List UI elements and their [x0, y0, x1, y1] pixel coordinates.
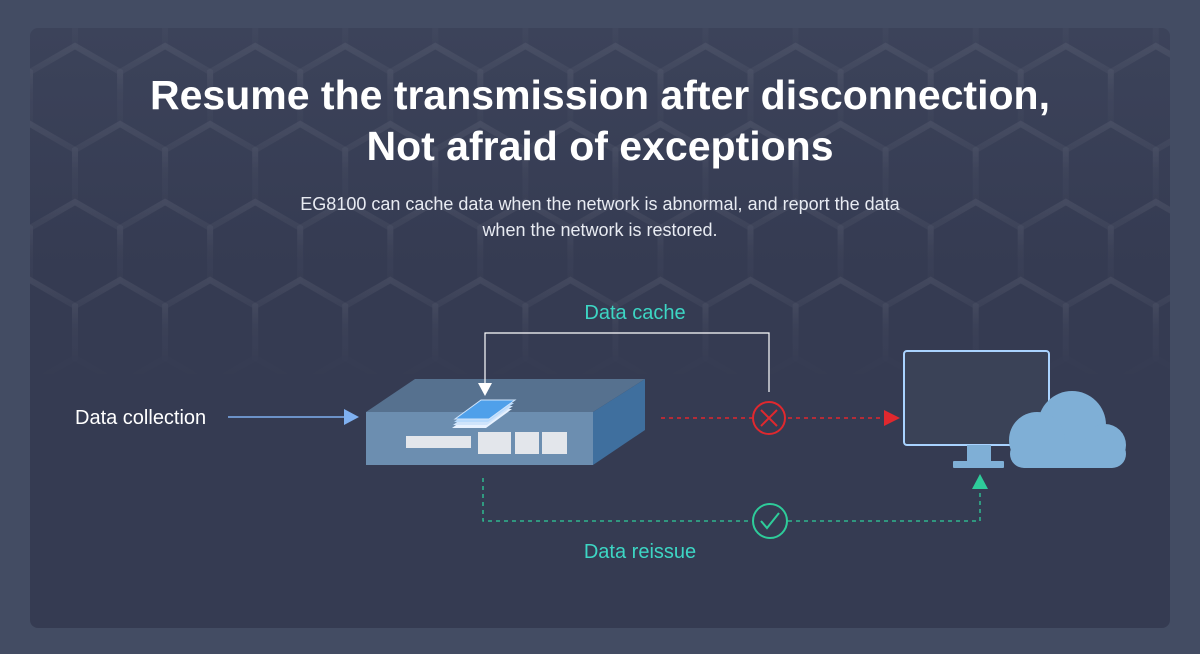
page-title-line-2: Not afraid of exceptions	[366, 123, 834, 169]
data-stack-icon	[452, 399, 517, 428]
data-reissue-label: Data reissue	[584, 541, 696, 563]
page-title-line-1: Resume the transmission after disconnect…	[150, 72, 1050, 118]
monitor-icon	[903, 350, 1050, 468]
check-circle-icon	[752, 503, 788, 539]
data-cache-label: Data cache	[584, 302, 685, 324]
subtitle-line-1: EG8100 can cache data when the network i…	[300, 194, 900, 214]
data-cache-path	[478, 332, 770, 396]
reissue-path	[482, 474, 988, 522]
x-circle-icon	[752, 401, 786, 435]
background-hexagon	[1152, 276, 1170, 388]
gateway-device-icon	[366, 379, 645, 465]
subtitle-line-2: when the network is restored.	[482, 220, 718, 240]
failed-connection-line	[661, 410, 900, 426]
cloud-icon	[1009, 391, 1126, 468]
input-arrow	[228, 409, 359, 425]
data-collection-label: Data collection	[75, 407, 206, 429]
